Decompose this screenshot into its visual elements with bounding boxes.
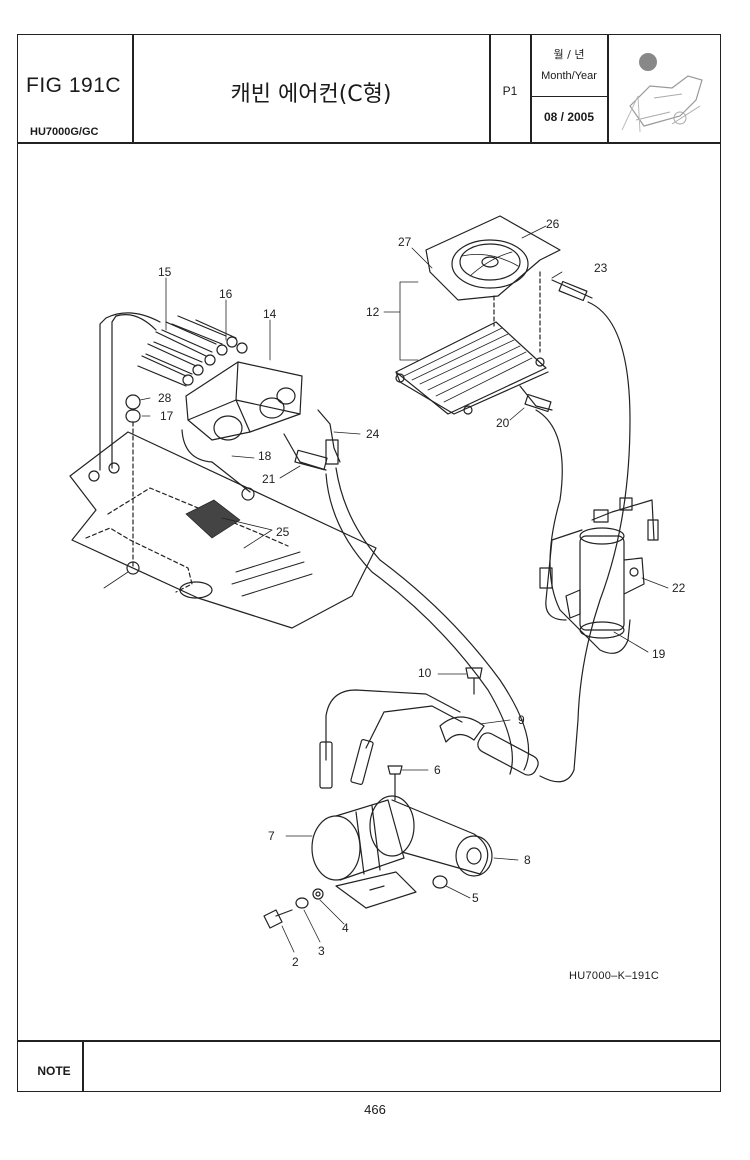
drawing-code: HU7000–K–191C [569,970,660,982]
receiver-drier [579,535,625,631]
note-label: NOTE [37,1064,71,1078]
header-divider [607,34,609,143]
callout-8: 8 [524,853,531,867]
callout-23: 24 [366,427,380,441]
callout-15: 16 [219,287,233,301]
date-divider [530,96,608,97]
header-divider [132,34,134,143]
callout-18: 19 [652,647,666,661]
callout-26: 27 [398,235,412,249]
callout-3: 3 [318,944,325,958]
note-divider [82,1040,84,1092]
page-number: 466 [364,1102,386,1117]
callout-17: 18 [258,449,272,463]
callout-2: 2 [292,955,299,969]
condenser [395,321,547,415]
compressor [311,815,361,881]
page-title: 캐빈 에어컨(C형) [230,82,392,107]
callout-16: 17 [160,409,174,423]
month-year-label-korean: 월 / 년 [553,48,585,61]
month-year-label: Month/Year [541,70,597,82]
issue-date: 08 / 2005 [543,110,595,124]
callout-5: 5 [472,891,479,905]
callout-14: 15 [158,265,172,279]
header-bottom-line [17,142,721,144]
pipe-23 [317,409,341,463]
callout-7: 7 [268,829,275,843]
evaporator-unit [185,361,303,441]
drive-belt [391,799,489,875]
callout-24: 25 [276,525,290,539]
floor-panel [69,431,377,629]
page-frame [17,34,721,1092]
callout-10: 10 [418,666,432,680]
callout-25: 26 [546,217,560,231]
callout-27: 28 [158,391,172,405]
callout-12: 12 [366,305,380,319]
figure-number: FIG 191C [26,74,122,97]
header-divider [530,34,532,143]
callout-9: 9 [518,713,525,727]
page-tag: P1 [502,84,518,98]
fan [451,239,529,289]
callout-19: 20 [496,416,510,430]
hose-bundle [99,312,248,471]
callout-21: 22 [672,581,686,595]
fan-shroud [425,215,561,301]
machine-logo [621,53,703,133]
callout-6: 6 [434,763,441,777]
note-top-line [17,1040,721,1042]
callout-20: 21 [262,472,276,486]
mesh-filter [185,499,241,539]
hose-sleeve [477,732,539,776]
header-divider [489,34,491,143]
callout-13: 14 [263,307,277,321]
callout-4: 4 [342,921,349,935]
callout-22: 23 [594,261,608,275]
model-code: HU7000G/GC [30,126,99,138]
